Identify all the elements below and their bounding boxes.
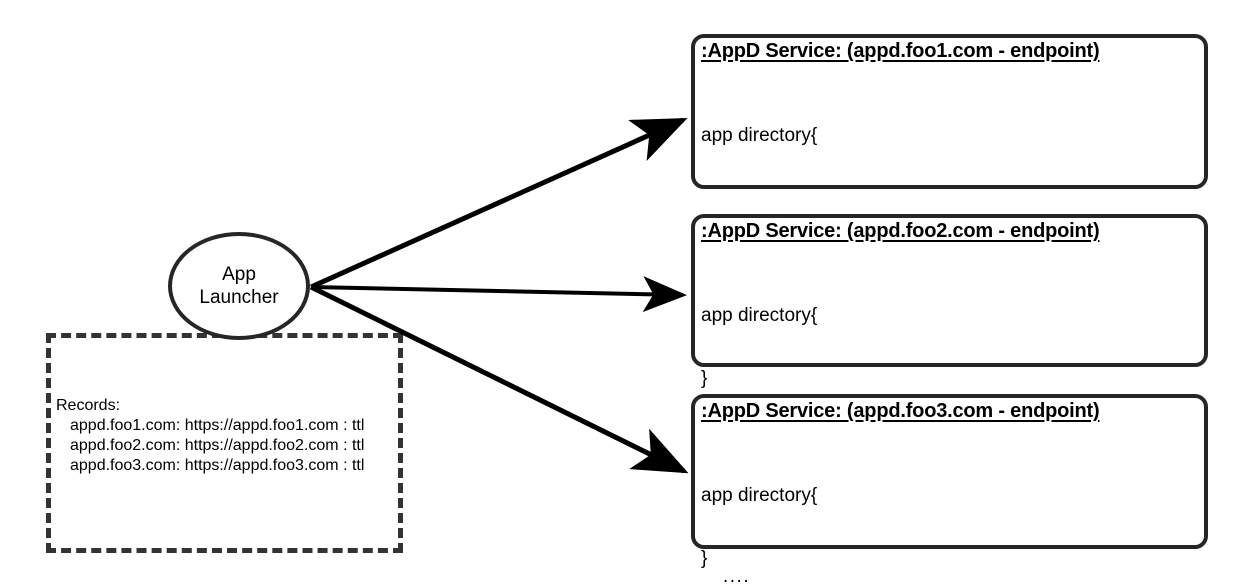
record-entry-3: appd.foo3.com: https://appd.foo3.com : t… [70, 457, 365, 474]
appd-service-body-3: app directory{ .... .... } [701, 428, 817, 585]
appd-service-title-3: :AppD Service: (appd.foo3.com - endpoint… [701, 400, 1100, 422]
appd-service-title-2: :AppD Service: (appd.foo2.com - endpoint… [701, 220, 1100, 242]
app-directory-dots-3a: .... [723, 566, 751, 585]
record-entry-2: appd.foo2.com: https://appd.foo2.com : t… [70, 437, 365, 454]
app-directory-close-1: } [701, 368, 708, 389]
appd-service-box-3[interactable]: :AppD Service: (appd.foo3.com - endpoint… [691, 394, 1208, 585]
appd-service-title-1: :AppD Service: (appd.foo1.com - endpoint… [701, 40, 1100, 62]
app-launcher-node[interactable]: App Launcher [168, 232, 310, 340]
records-text-block: Records: appd.foo1.com: https://appd.foo… [56, 396, 364, 476]
appd-service-box-2[interactable]: :AppD Service: (appd.foo2.com - endpoint… [691, 214, 1208, 569]
arrow-launcher-to-service-1 [309, 117, 688, 290]
records-title: Records: [56, 397, 121, 414]
app-directory-close-2: } [701, 548, 708, 569]
appd-service-box-1[interactable]: :AppD Service: (appd.foo1.com - endpoint… [691, 34, 1208, 389]
arrow-launcher-to-service-2 [310, 276, 687, 313]
app-launcher-label-line1: App [222, 264, 256, 285]
app-directory-open-1: app directory{ [701, 125, 818, 146]
app-directory-open-2: app directory{ [701, 305, 818, 326]
app-directory-open-3: app directory{ [701, 485, 818, 506]
record-entry-1: appd.foo1.com: https://appd.foo1.com : t… [70, 417, 365, 434]
app-launcher-label-line2: Launcher [199, 287, 279, 308]
